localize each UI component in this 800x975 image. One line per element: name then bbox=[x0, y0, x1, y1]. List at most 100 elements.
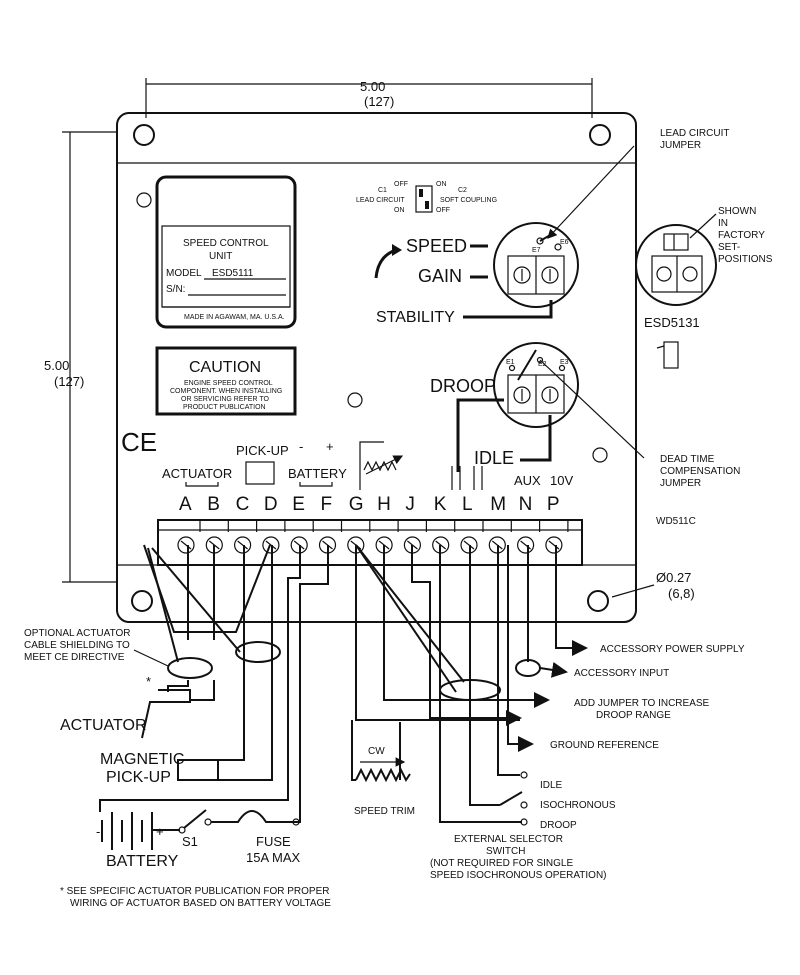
terminal-letter-f: F bbox=[321, 494, 333, 515]
selector-label-3: (NOT REQUIRED FOR SINGLE bbox=[430, 858, 573, 869]
battery-group-label: BATTERY bbox=[288, 466, 347, 481]
lead-circuit-label-1: LEAD CIRCUIT bbox=[660, 128, 729, 139]
accessory-input-label: ACCESSORY INPUT bbox=[574, 668, 669, 679]
cw-label: CW bbox=[368, 746, 385, 757]
dip-c1-on: ON bbox=[394, 207, 405, 214]
fuse-label-1: FUSE bbox=[256, 834, 291, 849]
gain-label: GAIN bbox=[418, 266, 462, 286]
dead-time-label-2: COMPENSATION bbox=[660, 466, 740, 477]
dip-c2-on: ON bbox=[436, 181, 447, 188]
idle-position-label: IDLE bbox=[540, 780, 563, 791]
nameplate-sn-label: S/N: bbox=[166, 284, 185, 295]
terminal-groups: ACTUATOR PICK-UP - + BATTERY AUX 10V bbox=[162, 439, 573, 490]
speed-label: SPEED bbox=[406, 236, 467, 256]
droop-position-label: DROOP bbox=[540, 820, 577, 831]
jumper-e6: E6 bbox=[560, 239, 569, 246]
footnote-line-2: WIRING OF ACTUATOR BASED ON BATTERY VOLT… bbox=[70, 898, 331, 909]
height-mm: (127) bbox=[54, 374, 84, 389]
terminal-letter-k: K bbox=[434, 494, 447, 515]
terminal-screw-a bbox=[177, 520, 201, 554]
height-dimension: 5.00 (127) bbox=[44, 131, 118, 583]
accessory-wiring: ACCESSORY POWER SUPPLY ACCESSORY INPUT bbox=[515, 545, 745, 679]
caution-line-2: COMPONENT. WHEN INSTALLING bbox=[170, 388, 282, 395]
nameplate: SPEED CONTROL UNIT MODEL ESD5111 S/N: MA… bbox=[155, 175, 297, 329]
caution-line-4: PRODUCT PUBLICATION bbox=[183, 404, 266, 411]
pickup-label-1: MAGNETIC bbox=[100, 751, 184, 768]
battery-minus: - bbox=[299, 439, 303, 454]
dead-time-label-1: DEAD TIME bbox=[660, 454, 715, 465]
battery-wiring: - + BATTERY S1 FUSE 15A MAX bbox=[96, 545, 329, 870]
lead-circuit-callout: LEAD CIRCUIT JUMPER bbox=[547, 128, 729, 239]
shielding-label-3: MEET CE DIRECTIVE bbox=[24, 652, 125, 663]
shown-label-3: FACTORY bbox=[718, 230, 765, 241]
screw bbox=[592, 447, 608, 463]
dip-c1-off: OFF bbox=[394, 181, 408, 188]
selector-label-4: SPEED ISOCHRONOUS OPERATION) bbox=[430, 870, 607, 881]
selector-switch-wiring: IDLE ISOCHRONOUS DROOP EXTERNAL SELECTOR… bbox=[430, 545, 616, 881]
terminal-letter-l: L bbox=[462, 494, 473, 515]
hole-label: Ø0.27 bbox=[656, 570, 691, 585]
pickup-group-label: PICK-UP bbox=[236, 443, 289, 458]
dead-time-label-3: JUMPER bbox=[660, 478, 701, 489]
dip-c2-name: SOFT COUPLING bbox=[440, 197, 497, 204]
nameplate-title-1: SPEED CONTROL bbox=[183, 238, 269, 249]
isochronous-position-label: ISOCHRONOUS bbox=[540, 800, 616, 811]
speed-trim-wiring: CW SPEED TRIM bbox=[351, 545, 520, 817]
dip-switch: C1 OFF LEAD CIRCUIT ON ON C2 SOFT COUPLI… bbox=[356, 181, 497, 214]
jumper-e2: E2 bbox=[538, 361, 547, 368]
jumper-label-1: ADD JUMPER TO INCREASE bbox=[574, 698, 710, 709]
droop-idle-pots: E1 E2 E3 DROOP IDLE DEAD TIME COMPENSATI… bbox=[430, 342, 740, 489]
board-code: WD511C bbox=[656, 516, 696, 527]
terminal-screw-b bbox=[205, 520, 229, 554]
pickup-wiring: MAGNETIC PICK-UP bbox=[100, 545, 273, 786]
shown-label-2: IN bbox=[718, 218, 728, 229]
mounting-hole bbox=[131, 590, 153, 612]
hole-mm: (6,8) bbox=[668, 586, 695, 601]
height-label: 5.00 bbox=[44, 358, 69, 373]
terminal-letter-n: N bbox=[519, 494, 533, 515]
shielding-label-1: OPTIONAL ACTUATOR bbox=[24, 628, 131, 639]
mounting-hole bbox=[589, 124, 611, 146]
shielding-label-2: CABLE SHIELDING TO bbox=[24, 640, 130, 651]
fuse-label-2: 15A MAX bbox=[246, 850, 301, 865]
droop-label: DROOP bbox=[430, 376, 496, 396]
footnote-line-1: * SEE SPECIFIC ACTUATOR PUBLICATION FOR … bbox=[60, 886, 330, 897]
switch-label: S1 bbox=[182, 834, 198, 849]
actuator-label: ACTUATOR bbox=[60, 717, 147, 734]
nameplate-title-2: UNIT bbox=[209, 251, 232, 262]
terminal-screw-p bbox=[545, 520, 569, 554]
mounting-hole bbox=[133, 124, 155, 146]
dip-c1-label: C1 bbox=[378, 187, 387, 194]
terminal-letter-g: G bbox=[349, 494, 364, 515]
terminal-letter-e: E bbox=[292, 494, 305, 515]
battery-label: BATTERY bbox=[106, 853, 179, 870]
terminal-screw-j bbox=[403, 520, 427, 554]
dip-c2-label: C2 bbox=[458, 187, 467, 194]
idle-label: IDLE bbox=[474, 448, 514, 468]
nameplate-made-in: MADE IN AGAWAM, MA. U.S.A. bbox=[184, 314, 285, 321]
terminal-letter-m: M bbox=[490, 494, 506, 515]
selector-label-2: SWITCH bbox=[486, 846, 525, 857]
battery-plus-sign: + bbox=[156, 824, 164, 839]
terminal-screw-k bbox=[432, 520, 456, 554]
shown-label-1: SHOWN bbox=[718, 206, 756, 217]
nameplate-model-label: MODEL bbox=[166, 268, 202, 279]
terminal-letter-h: H bbox=[377, 494, 391, 515]
shielding-wiring: OPTIONAL ACTUATOR CABLE SHIELDING TO MEE… bbox=[24, 544, 281, 679]
ten-v-label: 10V bbox=[550, 473, 573, 488]
terminal-screw-e bbox=[290, 520, 314, 554]
shown-label-5: POSITIONS bbox=[718, 254, 773, 265]
terminal-screw-c bbox=[234, 520, 258, 554]
terminal-letter-b: B bbox=[207, 494, 220, 515]
jumper-e7: E7 bbox=[532, 247, 541, 254]
mounting-hole bbox=[587, 590, 609, 612]
esd5131-label: ESD5131 bbox=[644, 315, 700, 330]
terminal-screw-f bbox=[318, 520, 343, 554]
battery-minus-sign: - bbox=[96, 824, 100, 839]
caution-line-1: ENGINE SPEED CONTROL bbox=[184, 380, 273, 387]
stability-label: STABILITY bbox=[376, 309, 455, 326]
battery-plus: + bbox=[326, 439, 334, 454]
jumper-e3: E3 bbox=[560, 359, 569, 366]
